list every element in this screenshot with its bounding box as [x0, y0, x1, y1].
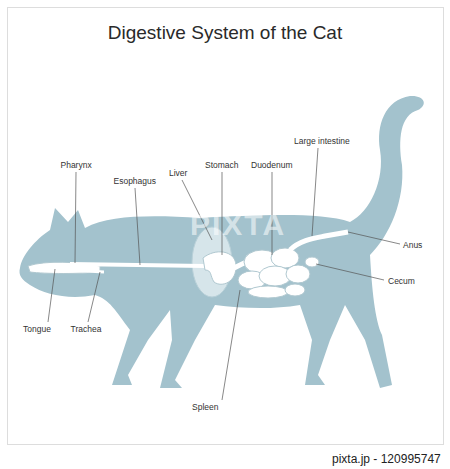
- part-label: Spleen: [192, 402, 218, 412]
- part-label: Cecum: [388, 276, 415, 286]
- leader-line: [312, 148, 318, 236]
- frame: [8, 8, 444, 445]
- part-label: Large intestine: [294, 136, 350, 146]
- leader-line: [222, 290, 240, 400]
- esophagus-shape: [70, 264, 205, 266]
- trachea-shape: [70, 270, 104, 272]
- cecum-shape: [305, 257, 319, 267]
- part-label: Duodenum: [251, 160, 293, 170]
- part-label: Liver: [169, 168, 187, 178]
- leader-lines: [48, 148, 400, 400]
- coil: [286, 265, 310, 283]
- part-label: Esophagus: [114, 176, 157, 186]
- part-label: Pharynx: [61, 160, 92, 170]
- watermark: PIXTA: [190, 208, 286, 242]
- cat-silhouette: [19, 96, 423, 388]
- coil: [285, 284, 305, 296]
- stomach-shape: [203, 252, 236, 284]
- leader-line: [348, 232, 400, 244]
- part-label: Anus: [403, 240, 422, 250]
- leader-line: [135, 188, 140, 265]
- leader-line: [75, 172, 76, 263]
- part-label: Tongue: [23, 324, 51, 334]
- coil: [248, 286, 288, 298]
- part-label: Stomach: [205, 160, 239, 170]
- leader-line: [316, 264, 384, 280]
- intestine-coils: [238, 248, 319, 298]
- leader-line: [48, 269, 55, 322]
- large-intestine-shape: [290, 232, 348, 250]
- diagram-title: Digestive System of the Cat: [0, 22, 450, 44]
- part-label: Trachea: [71, 324, 102, 334]
- leader-line: [88, 272, 100, 322]
- watermark: pixta.jp - 120995747: [332, 452, 441, 466]
